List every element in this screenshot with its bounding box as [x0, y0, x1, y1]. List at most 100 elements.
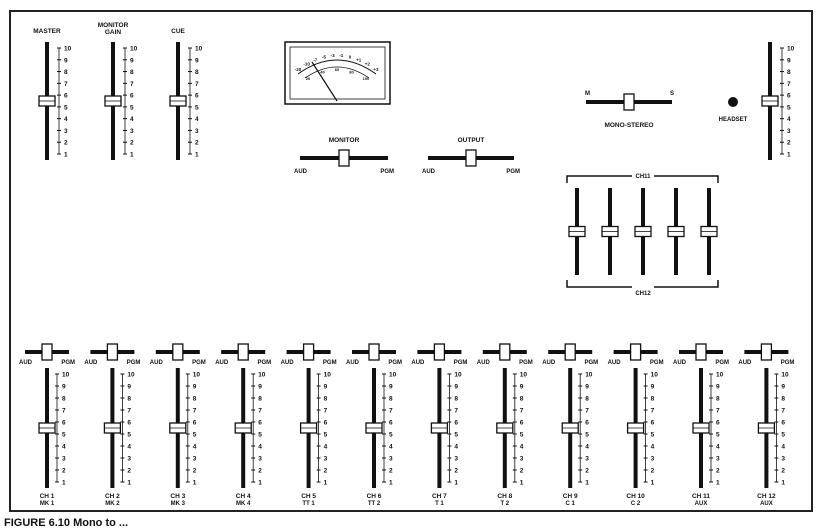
channel-10-fader-scale-label: 5 — [651, 432, 655, 439]
channel-6-pgm-label: PGM — [388, 360, 402, 366]
channel-8-fader-scale-label: 1 — [520, 480, 524, 487]
channel-7-pgm-label: PGM — [454, 360, 468, 366]
channel-4-name: CH 4 — [236, 493, 251, 500]
channel-5-fader-scale-label: 6 — [324, 420, 328, 427]
vu-scale-label: -3 — [331, 53, 335, 58]
top-fader-1-scale-label: 10 — [64, 46, 72, 53]
sub-bank-top-label: CH11 — [635, 174, 651, 180]
channel-7-name: CH 7 — [432, 493, 447, 500]
channel-11-assign-switch-knob[interactable] — [695, 343, 707, 361]
channel-3-fader-scale-label: 4 — [193, 444, 197, 451]
channel-10-fader-scale-label: 3 — [651, 456, 655, 463]
channel-11-fader-scale-label: 2 — [716, 468, 720, 475]
channel-5-assign-switch-knob[interactable] — [302, 343, 315, 361]
channel-6-fader-scale-label: 9 — [389, 384, 393, 391]
vu-scale-label: +2 — [365, 61, 371, 66]
channel-6-fader-scale-label: 10 — [389, 372, 397, 379]
right-fader-scale-label: 5 — [787, 104, 791, 111]
channel-9-assign-switch-knob[interactable] — [564, 343, 576, 361]
channel-10-fader-scale-label: 9 — [651, 384, 655, 391]
channel-9-fader-scale-label: 6 — [585, 420, 589, 427]
top-fader-3-scale-label: 10 — [195, 46, 203, 53]
top-fader-1-scale-label: 3 — [64, 128, 68, 135]
mono-stereo-switch-knob[interactable] — [623, 93, 635, 111]
vu-lower-label: 80 — [349, 69, 354, 74]
channel-8-fader-scale-label: 6 — [520, 420, 524, 427]
channel-9-fader-scale-label: 10 — [585, 372, 593, 379]
channel-11-fader-scale-label: 8 — [716, 396, 720, 403]
channel-6-name: CH 6 — [367, 493, 382, 500]
channel-12-pgm-label: PGM — [781, 360, 795, 366]
channel-5-fader-scale-label: 10 — [324, 372, 332, 379]
channel-4-fader-scale-label: 8 — [258, 396, 262, 403]
top-fader-2-scale-label: 9 — [130, 57, 134, 64]
top-fader-3-scale-label: 4 — [195, 116, 199, 123]
channel-3-fader-scale-label: 2 — [193, 468, 197, 475]
channel-12-fader-scale-label: 4 — [781, 444, 785, 451]
channel-1-fader-scale-label: 4 — [62, 444, 66, 451]
channel-10-assign-switch-knob[interactable] — [629, 343, 642, 361]
right-fader-scale-label: 4 — [787, 116, 791, 123]
top-fader-3-scale-label: 6 — [195, 93, 199, 100]
channel-11-fader-scale-label: 1 — [716, 480, 720, 487]
channel-2-fader-scale-label: 3 — [127, 456, 131, 463]
top-fader-1-scale-label: 6 — [64, 93, 68, 100]
channel-11-pgm-label: PGM — [715, 360, 729, 366]
top-fader-1-scale-label: 2 — [64, 140, 68, 147]
top-fader-2-scale-label: 10 — [130, 46, 138, 53]
top-fader-2-scale-label: 5 — [130, 104, 134, 111]
channel-4-assign-switch-knob[interactable] — [237, 343, 249, 361]
headset-jack-icon[interactable] — [728, 97, 738, 107]
channel-9-fader-scale-label: 5 — [585, 432, 589, 439]
channel-8-pgm-label: PGM — [519, 360, 533, 366]
top-fader-2-scale-label: 7 — [130, 81, 134, 88]
channel-12-fader-scale-label: 8 — [781, 396, 785, 403]
channel-10-fader-scale-label: 8 — [651, 396, 655, 403]
channel-7-assign-switch-knob[interactable] — [433, 343, 446, 361]
channel-12-assign-switch-knob[interactable] — [760, 343, 773, 361]
channel-12-fader-scale-label: 6 — [781, 420, 785, 427]
channel-7-fader-scale-label: 9 — [454, 384, 458, 391]
top-fader-2-scale-label: 1 — [130, 152, 134, 159]
channel-1-name: CH 1 — [40, 493, 55, 500]
sub-bank-bottom-label: CH12 — [635, 291, 651, 297]
channel-12-fader-scale-label: 10 — [781, 372, 789, 379]
channel-1-fader-scale-label: 2 — [62, 468, 66, 475]
channel-11-fader-scale-label: 3 — [716, 456, 720, 463]
channel-6-assign-switch-knob[interactable] — [368, 343, 380, 361]
channel-6-fader-scale-label: 7 — [389, 408, 393, 415]
top-fader-3-scale-label: 9 — [195, 57, 199, 64]
channel-8-name: CH 8 — [497, 493, 512, 500]
monitor-switch-knob[interactable] — [338, 149, 350, 167]
channel-2-assign-switch-knob[interactable] — [106, 343, 119, 361]
channel-2-aud-label: AUD — [84, 360, 98, 366]
channel-7-fader-scale-label: 6 — [454, 420, 458, 427]
channel-2-fader-scale-label: 10 — [127, 372, 135, 379]
channel-9-fader-scale-label: 9 — [585, 384, 589, 391]
channel-3-fader-scale-label: 7 — [193, 408, 197, 415]
channel-8-assign-switch-knob[interactable] — [499, 343, 511, 361]
channel-6-fader-scale-label: 5 — [389, 432, 393, 439]
channel-6-fader-scale-label: 6 — [389, 420, 393, 427]
channel-7-aud-label: AUD — [411, 360, 425, 366]
channel-1-assign-switch-knob[interactable] — [41, 343, 53, 361]
channel-9-fader-scale-label: 8 — [585, 396, 589, 403]
channel-3-fader-scale-label: 6 — [193, 420, 197, 427]
channel-5-fader-scale-label: 8 — [324, 396, 328, 403]
top-fader-3-scale-label: 3 — [195, 128, 199, 135]
output-switch-knob[interactable] — [465, 149, 477, 167]
right-fader-scale-label: 10 — [787, 46, 795, 53]
channel-4-fader-scale-label: 2 — [258, 468, 262, 475]
channel-3-assign-switch-knob[interactable] — [172, 343, 184, 361]
vu-scale-arc-inner — [304, 66, 370, 79]
channel-12-fader-scale-label: 5 — [781, 432, 785, 439]
vu-meter-inner — [289, 46, 386, 100]
right-fader-scale-label: 7 — [787, 81, 791, 88]
channel-9-fader-scale-label: 3 — [585, 456, 589, 463]
channel-3-fader-scale-label: 5 — [193, 432, 197, 439]
channel-4-fader-scale-label: 6 — [258, 420, 262, 427]
channel-6-fader-scale-label: 4 — [389, 444, 393, 451]
channel-1-fader-scale-label: 1 — [62, 480, 66, 487]
